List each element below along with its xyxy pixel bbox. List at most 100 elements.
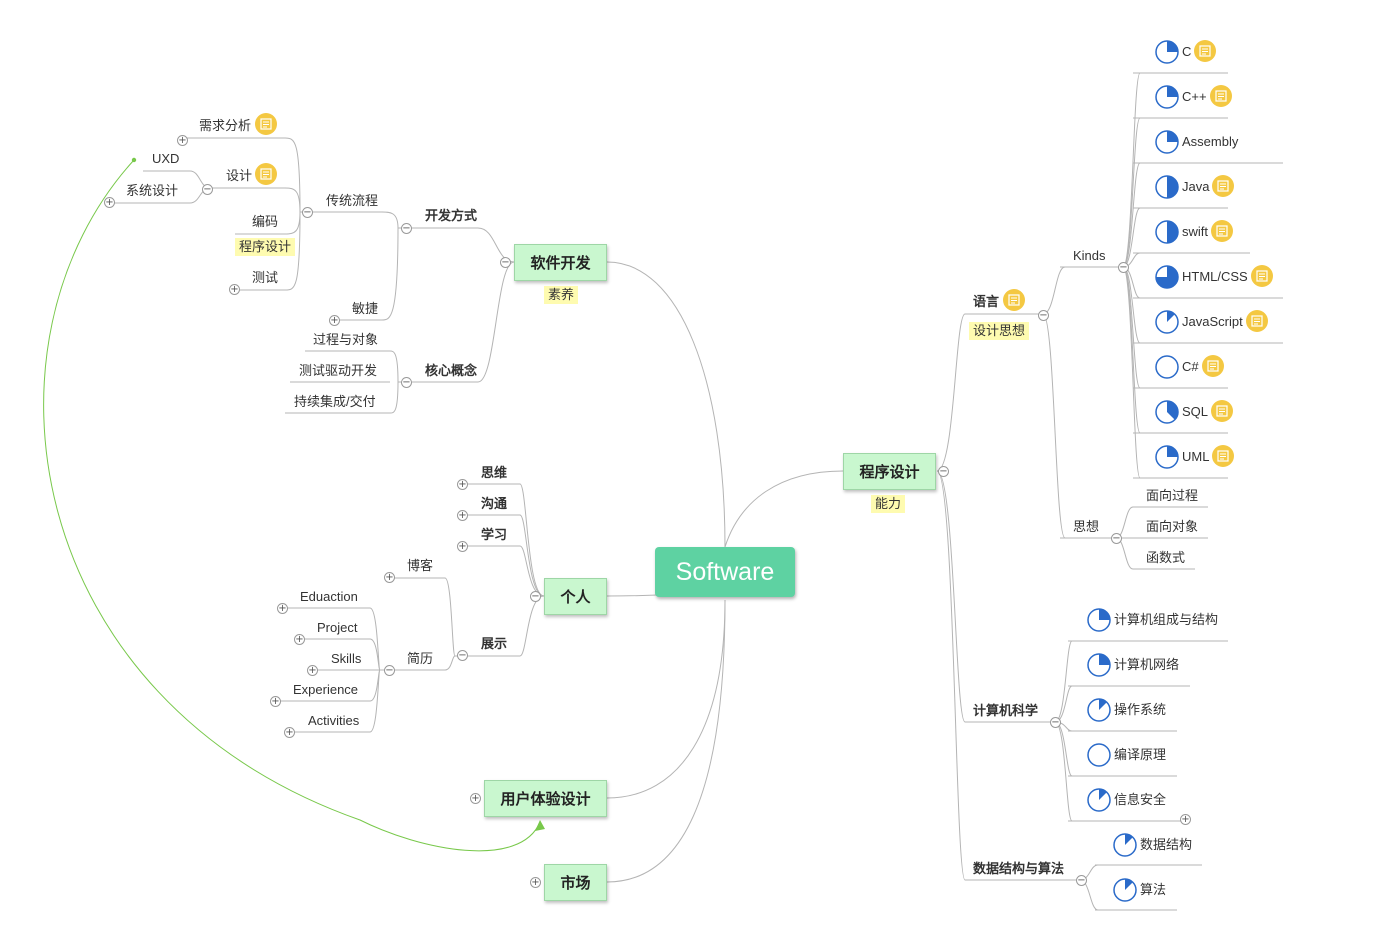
list-item[interactable]: HTML/CSS [1182,269,1248,284]
note-icon[interactable] [1201,355,1224,377]
collapse-toggle[interactable]: − [457,650,468,661]
topic-thought[interactable]: 思想 [1073,519,1100,534]
topic-communication[interactable]: 沟通 [481,496,508,511]
collapse-toggle[interactable]: − [530,591,541,602]
topic-computer-science[interactable]: 计算机科学 [973,703,1039,718]
branch-market[interactable]: 市场 [544,864,607,901]
progress-pie-icon [1087,608,1111,637]
topic-thinking[interactable]: 思维 [481,465,508,480]
progress-pie-icon [1155,85,1179,114]
list-item[interactable]: 计算机组成与结构 [1114,612,1219,627]
progress-pie-icon [1155,445,1179,474]
topic-core-concepts[interactable]: 核心概念 [425,363,478,378]
expand-toggle[interactable]: + [457,541,468,552]
collapse-toggle[interactable]: − [1050,717,1061,728]
list-item[interactable]: JavaScript [1182,314,1243,329]
topic-kinds[interactable]: Kinds [1073,248,1106,263]
topic-project[interactable]: Project [317,620,358,635]
expand-toggle[interactable]: + [177,135,188,146]
topic-language[interactable]: 语言 [973,294,1000,309]
topic-oop[interactable]: 面向对象 [1146,519,1199,534]
topic-design[interactable]: 设计 [226,168,253,183]
topic-experience[interactable]: Experience [293,682,359,697]
note-icon[interactable] [255,163,277,185]
collapse-toggle[interactable]: − [1038,310,1049,321]
topic-testing[interactable]: 测试 [252,270,279,285]
collapse-toggle[interactable]: − [1076,875,1087,886]
list-item[interactable]: 计算机网络 [1114,657,1180,672]
topic-skills[interactable]: Skills [331,651,362,666]
topic-resume[interactable]: 简历 [407,651,434,666]
list-item[interactable]: Assembly [1182,134,1239,149]
expand-toggle[interactable]: + [329,315,340,326]
expand-toggle[interactable]: + [270,696,281,707]
topic-process-object[interactable]: 过程与对象 [313,332,379,347]
central-topic[interactable]: Software [655,547,795,597]
collapse-toggle[interactable]: − [401,377,412,388]
list-item[interactable]: C# [1182,359,1199,374]
topic-agile[interactable]: 敏捷 [352,301,379,316]
topic-coding[interactable]: 编码 [252,214,279,229]
topic-ds-algorithms[interactable]: 数据结构与算法 [973,861,1065,876]
list-item[interactable]: swift [1182,224,1208,239]
expand-toggle[interactable]: + [384,572,395,583]
list-item[interactable]: UML [1182,449,1210,464]
note-icon[interactable] [1194,40,1217,62]
list-item[interactable]: 数据结构 [1140,837,1193,852]
topic-blog[interactable]: 博客 [407,558,434,573]
topic-traditional[interactable]: 传统流程 [326,193,379,208]
note-icon[interactable] [1212,175,1235,197]
expand-toggle[interactable]: + [294,634,305,645]
expand-toggle[interactable]: + [284,727,295,738]
list-item[interactable]: C++ [1182,89,1207,104]
collapse-toggle[interactable]: − [384,665,395,676]
topic-uxd[interactable]: UXD [152,151,180,166]
collapse-toggle[interactable]: − [202,184,213,195]
note-icon[interactable] [1211,400,1234,422]
expand-toggle[interactable]: + [1180,814,1191,825]
topic-procedural[interactable]: 面向过程 [1146,488,1199,503]
collapse-toggle[interactable]: − [1118,262,1129,273]
list-item[interactable]: 算法 [1140,882,1167,897]
list-item[interactable]: Java [1182,179,1210,194]
topic-tdd[interactable]: 测试驱动开发 [299,363,378,378]
expand-toggle[interactable]: + [457,510,468,521]
note-icon[interactable] [1250,265,1273,287]
topic-ci-cd[interactable]: 持续集成/交付 [294,394,376,409]
topic-dev-method[interactable]: 开发方式 [425,208,478,223]
branch-programming[interactable]: 程序设计 [843,453,936,490]
expand-toggle[interactable]: + [229,284,240,295]
collapse-toggle[interactable]: − [302,207,313,218]
note-icon[interactable] [1209,85,1232,107]
expand-toggle[interactable]: + [457,479,468,490]
branch-uxd[interactable]: 用户体验设计 [484,780,607,817]
list-item[interactable]: 编译原理 [1114,747,1167,762]
topic-learning[interactable]: 学习 [481,527,508,542]
collapse-toggle[interactable]: − [938,466,949,477]
collapse-toggle[interactable]: − [500,257,511,268]
topic-system-design[interactable]: 系统设计 [126,183,179,198]
collapse-toggle[interactable]: − [401,223,412,234]
branch-software-dev[interactable]: 软件开发 [514,244,607,281]
list-item[interactable]: C [1182,44,1192,59]
branch-personal[interactable]: 个人 [544,578,607,615]
expand-toggle[interactable]: + [277,603,288,614]
list-item[interactable]: 信息安全 [1114,792,1167,807]
topic-requirements[interactable]: 需求分析 [199,118,252,133]
topic-showcase[interactable]: 展示 [481,636,508,651]
topic-functional[interactable]: 函数式 [1146,550,1186,565]
expand-toggle[interactable]: + [470,793,481,804]
list-item[interactable]: SQL [1182,404,1209,419]
expand-toggle[interactable]: + [307,665,318,676]
note-icon[interactable] [1212,445,1235,467]
note-icon[interactable] [1211,220,1233,242]
list-item[interactable]: 操作系统 [1114,702,1167,717]
note-icon[interactable] [1003,289,1025,311]
topic-education[interactable]: Eduaction [300,589,358,604]
collapse-toggle[interactable]: − [1111,533,1122,544]
note-icon[interactable] [255,113,277,135]
expand-toggle[interactable]: + [104,197,115,208]
topic-activities[interactable]: Activities [308,713,360,728]
expand-toggle[interactable]: + [530,877,541,888]
note-icon[interactable] [1245,310,1268,332]
